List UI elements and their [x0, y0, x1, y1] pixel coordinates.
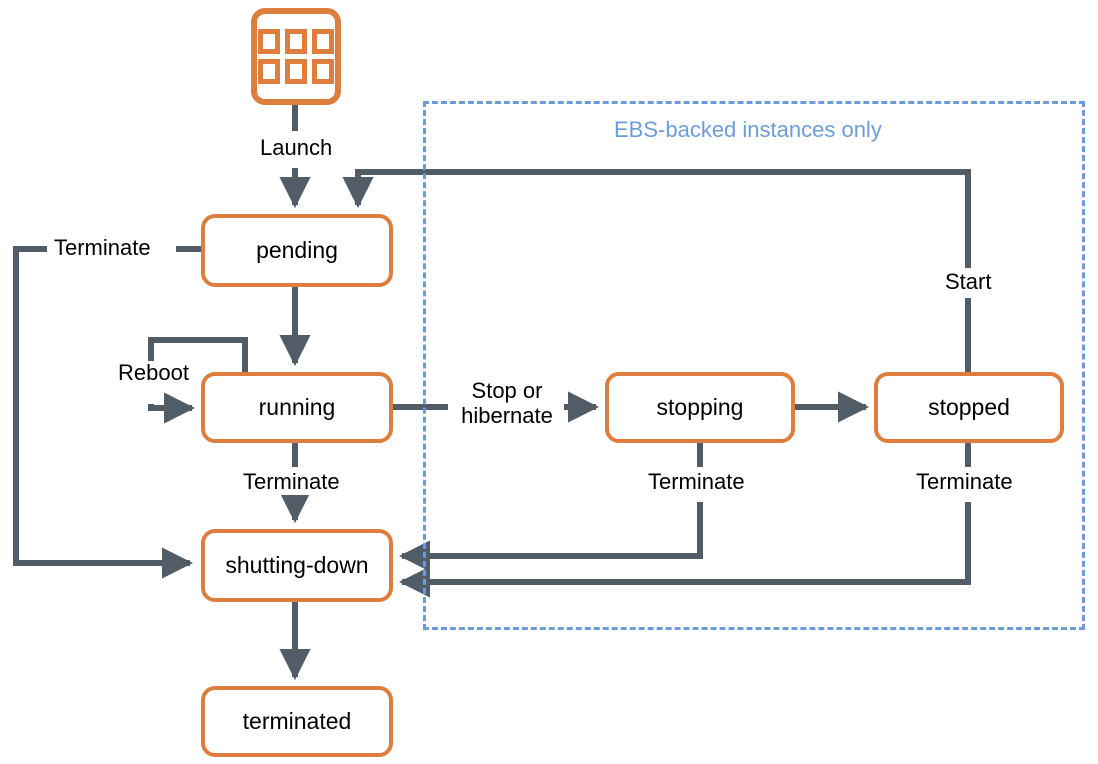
ami-icon-row [258, 59, 334, 84]
ami-icon [251, 8, 341, 105]
state-box-pending[interactable]: pending [201, 214, 393, 287]
edge-label-launch: Launch [255, 135, 338, 161]
edge-label-stop-or-hibernate: Stop or hibernate [450, 378, 564, 429]
state-box-stopping[interactable]: stopping [605, 372, 795, 443]
ami-icon-cell [312, 29, 334, 54]
ami-icon-cell [285, 29, 307, 54]
wire-start-elbow [342, 169, 971, 209]
wire-pending-terminate-path [13, 246, 194, 579]
state-box-stopped[interactable]: stopped [874, 372, 1064, 443]
state-box-shutting-down[interactable]: shutting-down [201, 529, 393, 602]
wire-reboot-out [148, 337, 248, 372]
edge-label-start: Start [940, 269, 997, 295]
ebs-group-label: EBS-backed instances only [608, 117, 888, 143]
edge-label-stopping-terminate: Terminate [643, 469, 750, 495]
ami-icon-row [258, 29, 334, 54]
ami-icon-cell [285, 59, 307, 84]
edge-label-running-terminate: Terminate [238, 469, 345, 495]
ami-icon-cell [312, 59, 334, 84]
state-box-running[interactable]: running [201, 372, 393, 443]
wire-stopped-terminate-lower [398, 502, 971, 598]
state-box-terminated[interactable]: terminated [201, 686, 393, 757]
ebs-group-box [423, 101, 1085, 630]
edge-label-reboot: Reboot [113, 360, 194, 386]
edge-label-stopped-terminate: Terminate [911, 469, 1018, 495]
ami-icon-cell [258, 59, 280, 84]
wire-stopping-terminate-lower [398, 502, 703, 572]
wire-reboot-in [148, 392, 196, 424]
ami-icon-cell [258, 29, 280, 54]
edge-label-pending-terminate: Terminate [49, 235, 156, 261]
